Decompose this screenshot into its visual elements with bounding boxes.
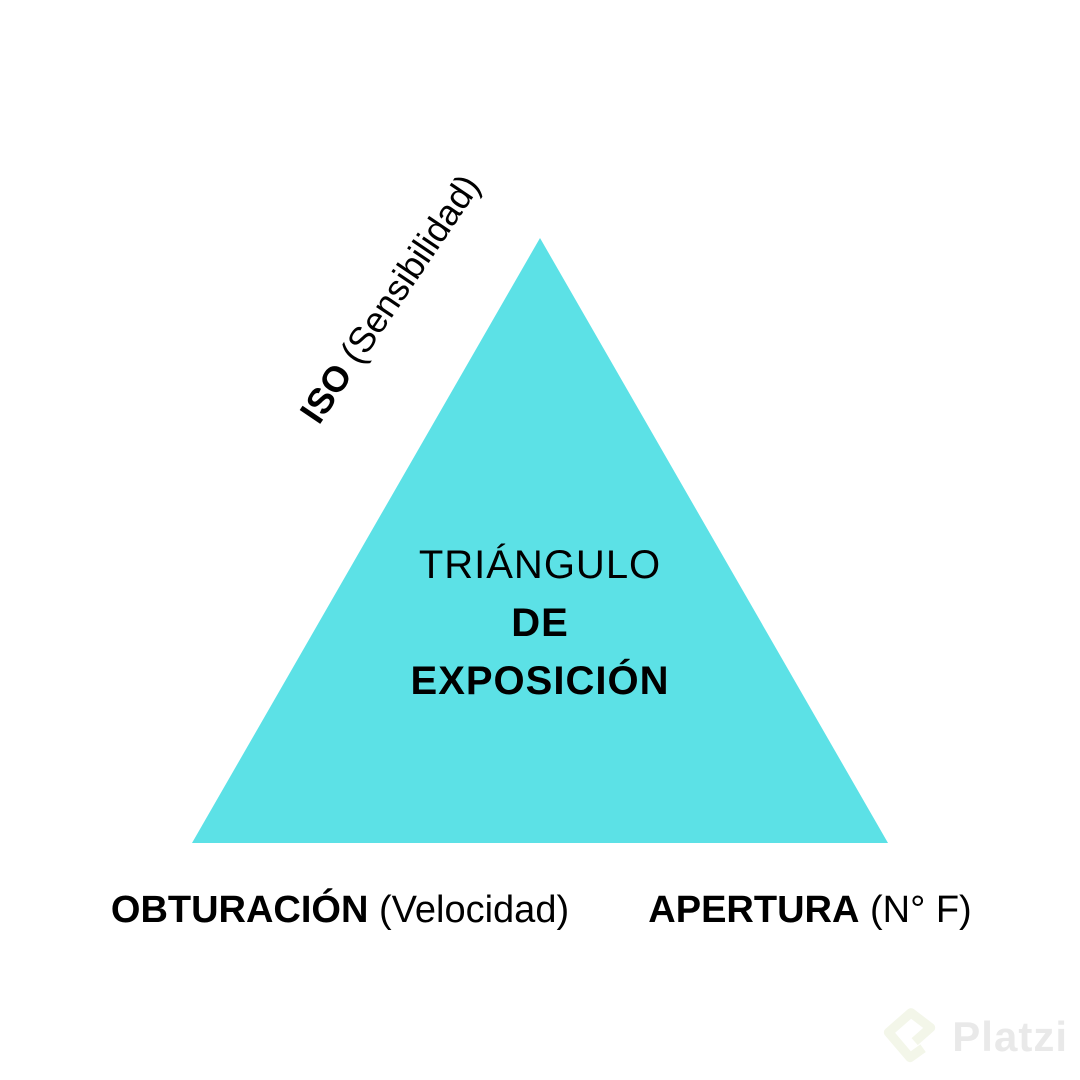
- platzi-logo-path: [884, 1008, 936, 1063]
- center-title-line2: DE: [511, 601, 569, 645]
- triangle-shape: [192, 238, 888, 843]
- center-title: TRIÁNGULO DE EXPOSICIÓN: [290, 536, 790, 710]
- center-title-line1: TRIÁNGULO: [418, 543, 662, 587]
- label-obturacion-subtitle: (Velocidad): [368, 889, 570, 931]
- center-title-line3: EXPOSICIÓN: [410, 659, 670, 703]
- label-obturacion: OBTURACIÓN (Velocidad): [80, 886, 600, 934]
- label-obturacion-term: OBTURACIÓN: [110, 889, 369, 931]
- label-apertura-term: APERTURA: [648, 889, 860, 931]
- label-apertura: APERTURA (N° F): [620, 886, 1000, 934]
- platzi-wordmark: Platzi: [952, 1013, 1068, 1060]
- brand-watermark: Platzi: [882, 1008, 1068, 1066]
- platzi-logo-icon: [882, 1008, 938, 1066]
- label-apertura-subtitle: (N° F): [859, 889, 972, 931]
